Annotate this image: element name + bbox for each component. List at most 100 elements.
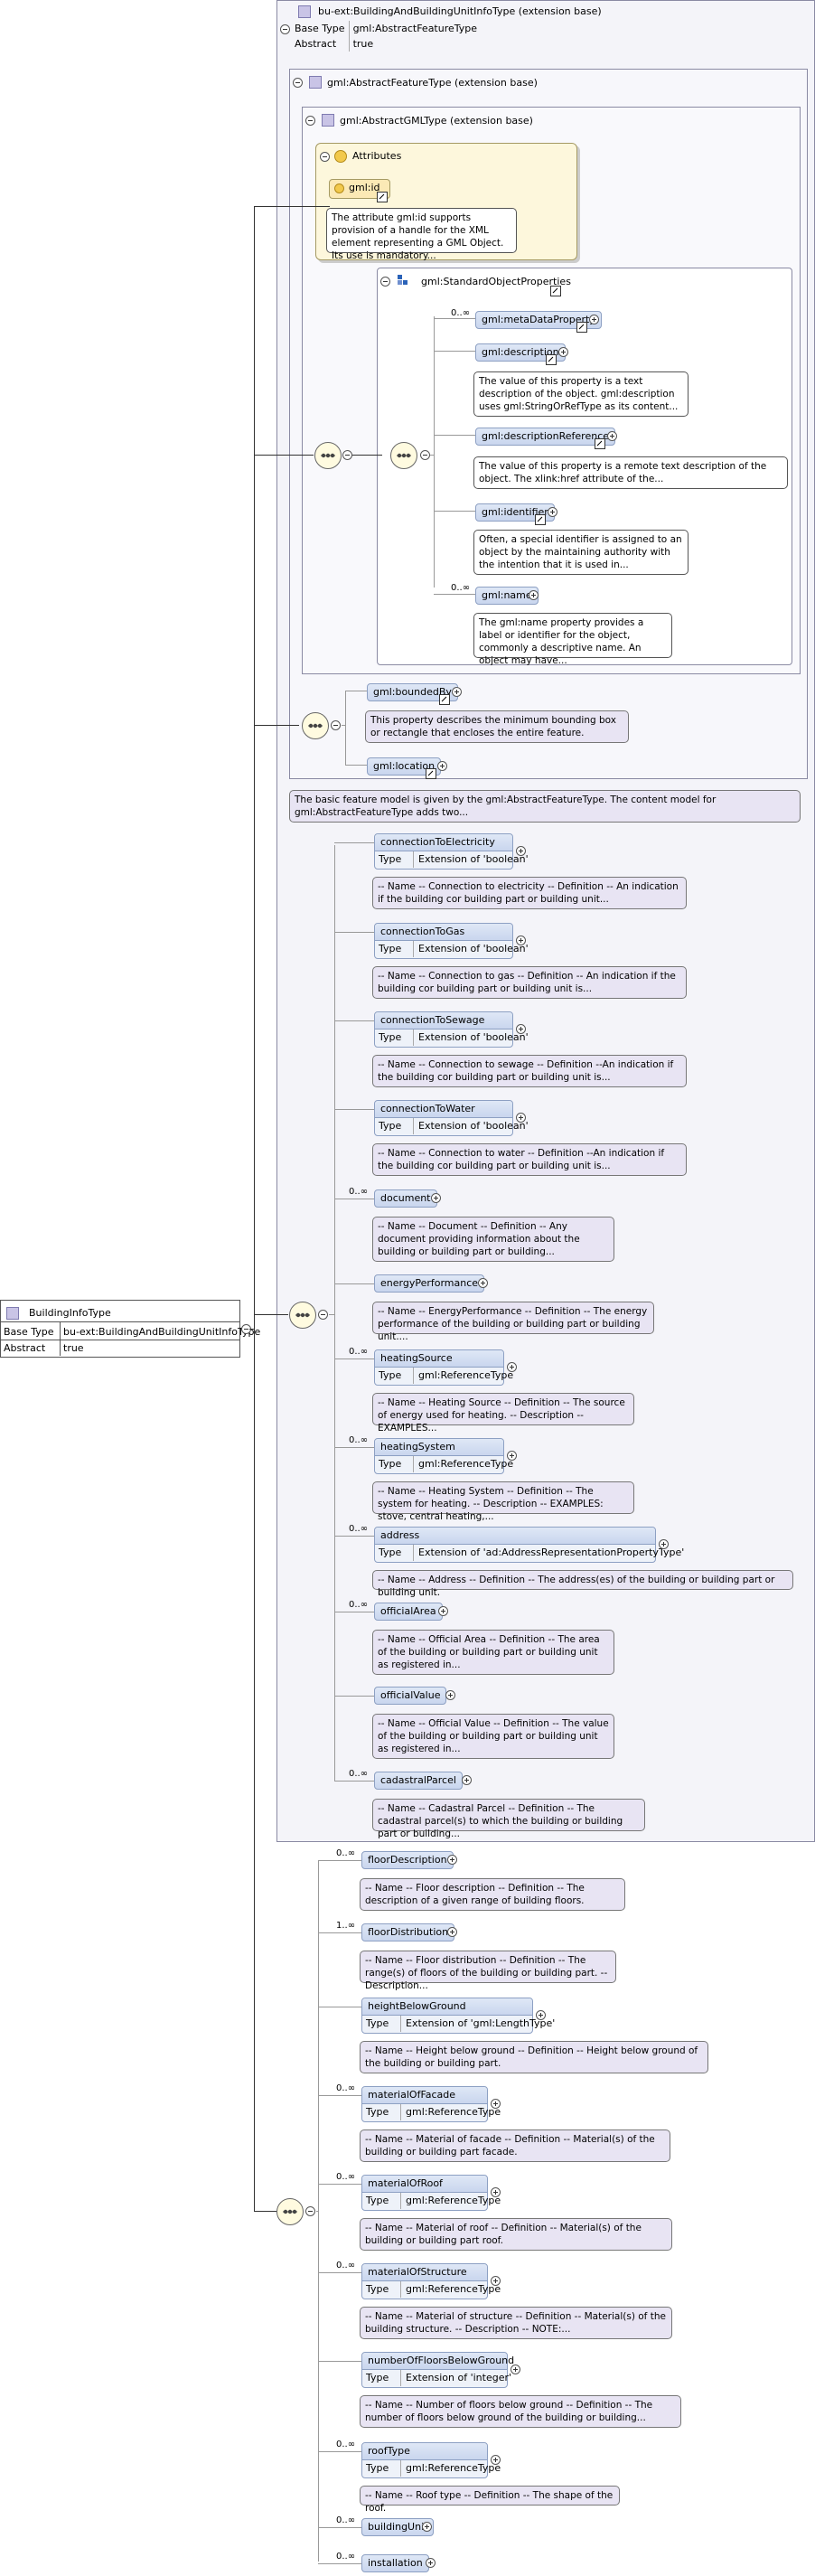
- ext1-basetype-key: Base Type: [295, 23, 345, 34]
- connector: [318, 2095, 361, 2096]
- expand-toggle[interactable]: [516, 1024, 526, 1034]
- connector: [334, 1781, 374, 1782]
- expand-toggle[interactable]: [462, 1775, 472, 1785]
- expand-toggle[interactable]: [548, 507, 557, 517]
- root-basetype-key: Base Type: [4, 1326, 54, 1338]
- element-energy-performance[interactable]: energyPerformance: [374, 1274, 485, 1293]
- collapse-toggle[interactable]: [320, 152, 330, 162]
- expand-toggle[interactable]: [438, 1606, 448, 1616]
- connector: [434, 511, 475, 512]
- element-building-unit[interactable]: buildingUnit: [361, 2518, 435, 2536]
- cardinality: 1..∞: [336, 1921, 356, 1931]
- expand-toggle[interactable]: [445, 1690, 455, 1700]
- element-floor-distribution[interactable]: floorDistribution: [361, 1923, 455, 1941]
- link-icon[interactable]: [439, 694, 450, 705]
- link-icon[interactable]: [550, 286, 561, 296]
- expand-toggle[interactable]: [607, 431, 617, 441]
- link-icon[interactable]: [377, 192, 388, 202]
- expand-toggle[interactable]: [491, 2455, 501, 2465]
- collapse-toggle[interactable]: [420, 450, 430, 460]
- expand-toggle[interactable]: [437, 761, 447, 771]
- expand-toggle[interactable]: [507, 1362, 517, 1372]
- element-gml-metadataproperty[interactable]: gml:metaDataProperty: [475, 311, 602, 329]
- element-gml-description[interactable]: gml:description: [475, 343, 566, 362]
- element-documentation: -- Name -- EnergyPerformance -- Definiti…: [372, 1302, 654, 1342]
- expand-toggle[interactable]: [491, 2099, 501, 2109]
- connector: [249, 1329, 255, 1330]
- connector: [351, 455, 382, 456]
- link-icon[interactable]: [426, 768, 436, 779]
- expand-toggle[interactable]: [491, 2276, 501, 2286]
- element-cadastral-parcel[interactable]: cadastralParcel: [374, 1772, 463, 1790]
- root-complex-type[interactable]: [0, 1300, 240, 1358]
- expand-toggle[interactable]: [431, 1193, 441, 1203]
- expand-toggle[interactable]: [558, 347, 568, 357]
- link-icon[interactable]: [535, 514, 546, 525]
- connector: [434, 318, 475, 319]
- divider: [60, 1322, 61, 1356]
- collapse-toggle[interactable]: [342, 450, 352, 460]
- element-installation[interactable]: installation: [361, 2554, 429, 2572]
- element-floor-description[interactable]: floorDescription: [361, 1851, 454, 1869]
- element-official-value[interactable]: officialValue: [374, 1687, 447, 1705]
- element-documentation: The value of this property is a text des…: [473, 371, 689, 417]
- element-gml-boundedby[interactable]: gml:boundedBy: [367, 683, 458, 701]
- element-official-area[interactable]: officialArea: [374, 1603, 443, 1621]
- expand-toggle[interactable]: [511, 2364, 520, 2374]
- expand-toggle[interactable]: [516, 935, 526, 945]
- expand-toggle[interactable]: [507, 1451, 517, 1461]
- attribute-gml-id[interactable]: [329, 179, 390, 199]
- expand-toggle[interactable]: [447, 1927, 457, 1937]
- expand-toggle[interactable]: [589, 315, 599, 324]
- connector: [254, 2211, 276, 2212]
- element-document[interactable]: document: [374, 1189, 437, 1208]
- expand-toggle[interactable]: [516, 1113, 526, 1123]
- collapse-toggle[interactable]: [331, 720, 341, 730]
- link-icon[interactable]: [576, 322, 587, 333]
- collapse-toggle[interactable]: [318, 1310, 328, 1320]
- element-gml-location[interactable]: gml:location: [367, 757, 442, 776]
- expand-toggle[interactable]: [447, 1855, 457, 1865]
- collapse-toggle[interactable]: [280, 24, 290, 34]
- connector: [334, 1447, 374, 1448]
- collapse-toggle[interactable]: [305, 116, 315, 126]
- collapse-toggle[interactable]: [293, 78, 303, 88]
- cardinality: 0..∞: [336, 2083, 356, 2093]
- connector: [318, 1860, 361, 1861]
- expand-toggle[interactable]: [422, 2522, 432, 2532]
- expand-toggle[interactable]: [478, 1278, 488, 1288]
- sequence-compositor-icon: [390, 442, 417, 469]
- expand-toggle[interactable]: [452, 687, 462, 697]
- expand-toggle[interactable]: [659, 1539, 669, 1549]
- expand-toggle[interactable]: [516, 846, 526, 856]
- link-icon[interactable]: [546, 354, 557, 365]
- expand-toggle[interactable]: [426, 2558, 436, 2568]
- expand-toggle[interactable]: [536, 2010, 546, 2020]
- expand-toggle[interactable]: [491, 2187, 501, 2197]
- expand-toggle[interactable]: [529, 590, 539, 600]
- element-gml-name[interactable]: gml:name: [475, 587, 539, 605]
- link-icon[interactable]: [595, 438, 605, 449]
- collapse-toggle[interactable]: [305, 2206, 315, 2216]
- collapse-toggle[interactable]: [380, 277, 390, 287]
- group-title: gml:StandardObjectProperties: [421, 276, 571, 287]
- element-documentation: -- Name -- Height below ground -- Defini…: [360, 2041, 708, 2073]
- element-gml-descriptionreference[interactable]: gml:descriptionReference: [475, 428, 616, 446]
